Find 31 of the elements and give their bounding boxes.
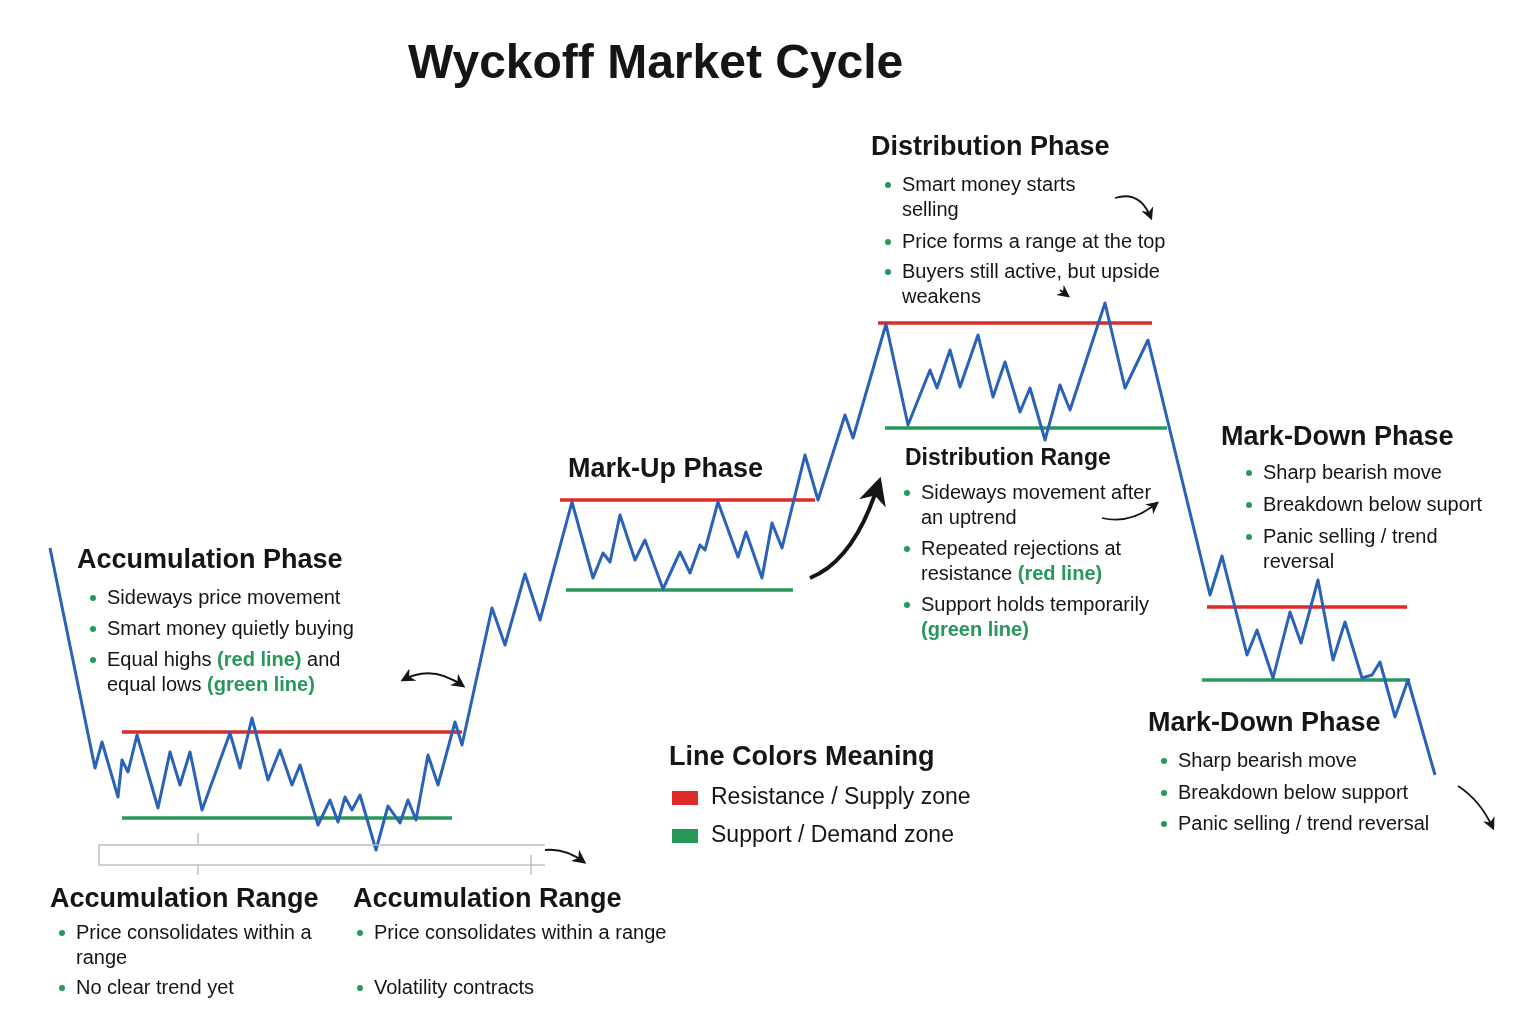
bullet-text: Smart money starts selling — [885, 172, 1127, 222]
section-heading: Mark-Down Phase — [1221, 420, 1454, 452]
bullet-text: Equal highs (red line) and equal lows (green line) — [90, 647, 367, 697]
section-heading: Distribution Phase — [871, 130, 1110, 162]
bullet-text: Price consolidates within a range — [357, 920, 674, 945]
bullet-text: Panic selling / trend reversal — [1161, 811, 1518, 836]
bullet-text: Smart money quietly buying — [90, 616, 427, 641]
legend-label: Support / Demand zone — [711, 821, 954, 848]
section-heading: Mark-Up Phase — [568, 452, 764, 484]
bullet-text: Breakdown below suport — [1246, 492, 1536, 517]
bullet-text: Price forms a range at the top — [885, 229, 1242, 254]
section-heading: Mark-Down Phase — [1148, 706, 1381, 738]
bullet-text: Volatility contracts — [357, 975, 674, 1000]
section-heading: Distribution Range — [905, 443, 1111, 471]
bullet-text: Sharp bearish move — [1161, 748, 1518, 773]
section-heading: Accumulation Range — [50, 882, 319, 914]
bullet-text: Sharp bearish move — [1246, 460, 1536, 485]
bullet-text: Repeated rejections at resistance (red line) — [904, 536, 1176, 586]
bullet-text: Breakdown below support — [1161, 780, 1518, 805]
bullet-text: Price consolidates within a range — [59, 920, 356, 970]
bullet-text: Buyers still active, but upside weakens — [885, 259, 1232, 309]
bullet-text: Sideways price movement — [90, 585, 427, 610]
bullet-text: Support holds temporarily (green line) — [904, 592, 1183, 642]
section-heading: Line Colors Meaning — [669, 740, 935, 772]
bullet-text: No clear trend yet — [59, 975, 356, 1000]
bullet-text: Sideways movement after an uptrend — [904, 480, 1156, 530]
section-heading: Accumulation Range — [353, 882, 622, 914]
section-heading: Accumulation Phase — [77, 543, 343, 575]
title: Wyckoff Market Cycle — [408, 34, 904, 89]
legend-label: Resistance / Supply zone — [711, 783, 971, 810]
bullet-text: Panic selling / trend reversal — [1246, 524, 1438, 574]
